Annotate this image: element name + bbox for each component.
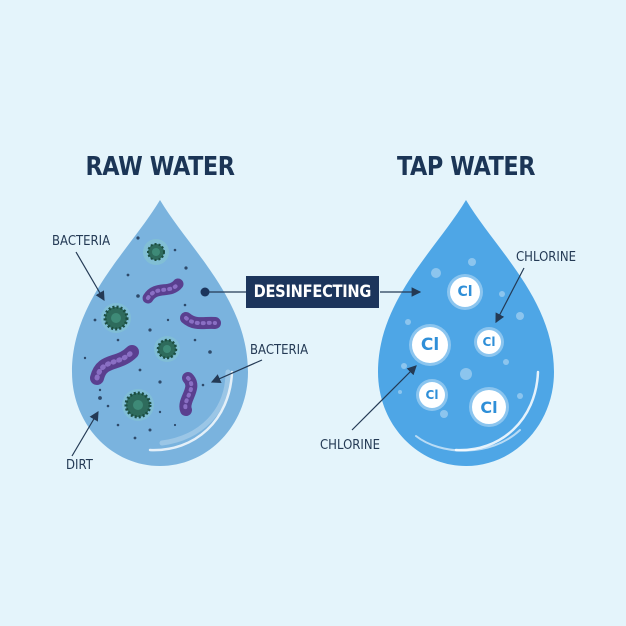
- chlorine-molecule: Cl: [419, 382, 445, 408]
- chlorine-molecule: Cl: [472, 390, 506, 424]
- bacteria-label-right: BACTERIA: [250, 343, 308, 358]
- chlorine-molecule: Cl: [412, 327, 448, 363]
- desinfecting-badge: DESINFECTING: [246, 276, 379, 308]
- arrow-origin-dot: [201, 288, 210, 297]
- chlorine-molecule: Cl: [477, 330, 501, 354]
- bacteria-label-top: BACTERIA: [52, 234, 110, 249]
- chlorine-label-bottom: CHLORINE: [320, 438, 380, 453]
- chlorine-label-top: CHLORINE: [516, 250, 576, 265]
- desinfecting-label: DESINFECTING: [254, 282, 372, 302]
- tap-water-drop: [378, 200, 554, 466]
- tap-water-title: TAP WATER: [380, 152, 552, 182]
- chlorine-molecule: Cl: [450, 277, 480, 307]
- raw-water-title: RAW WATER: [74, 152, 246, 182]
- dirt-label: DIRT: [66, 458, 93, 473]
